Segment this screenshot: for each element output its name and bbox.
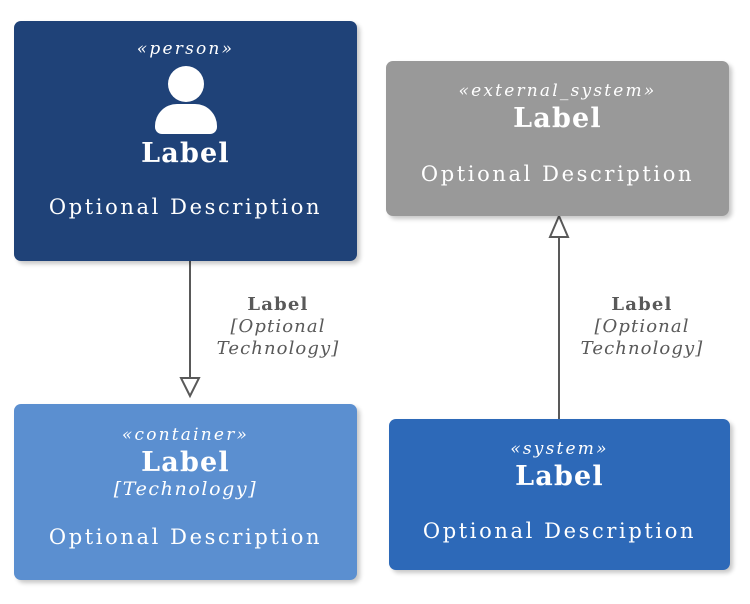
edge-label-person-to-container: Label [Optional Technology] — [196, 294, 360, 360]
node-person[interactable]: «person» Label Optional Description — [14, 21, 357, 261]
person-icon — [150, 65, 222, 134]
node-person-label: Label — [141, 137, 230, 169]
node-person-description: Optional Description — [48, 194, 323, 219]
node-container[interactable]: «container» Label [Technology] Optional … — [14, 404, 357, 580]
edge-label-system-to-external-system: Label [Optional Technology] — [560, 294, 724, 360]
node-external-system-stereotype: «external_system» — [458, 81, 657, 101]
edge-label-technology: [Optional Technology] — [580, 315, 704, 359]
edge-label-name: Label — [611, 294, 673, 315]
edge-label-technology: [Optional Technology] — [216, 315, 340, 359]
person-icon-body — [154, 103, 217, 134]
node-system-label: Label — [515, 460, 604, 492]
node-external-system-description: Optional Description — [420, 161, 695, 186]
edge-label-name: Label — [247, 294, 309, 315]
node-container-technology: [Technology] — [113, 477, 258, 500]
node-system-description: Optional Description — [422, 518, 697, 543]
node-container-stereotype: «container» — [121, 425, 250, 445]
node-container-description: Optional Description — [48, 525, 323, 550]
node-container-label: Label — [141, 446, 230, 478]
node-external-system[interactable]: «external_system» Label Optional Descrip… — [386, 61, 729, 216]
node-person-stereotype: «person» — [136, 39, 235, 59]
node-system[interactable]: «system» Label Optional Description — [389, 419, 730, 570]
arrowhead-up-icon — [548, 213, 570, 238]
node-external-system-label: Label — [513, 102, 602, 134]
person-icon-head — [167, 65, 204, 102]
arrowhead-down-icon — [179, 377, 201, 399]
node-system-stereotype: «system» — [510, 439, 609, 459]
